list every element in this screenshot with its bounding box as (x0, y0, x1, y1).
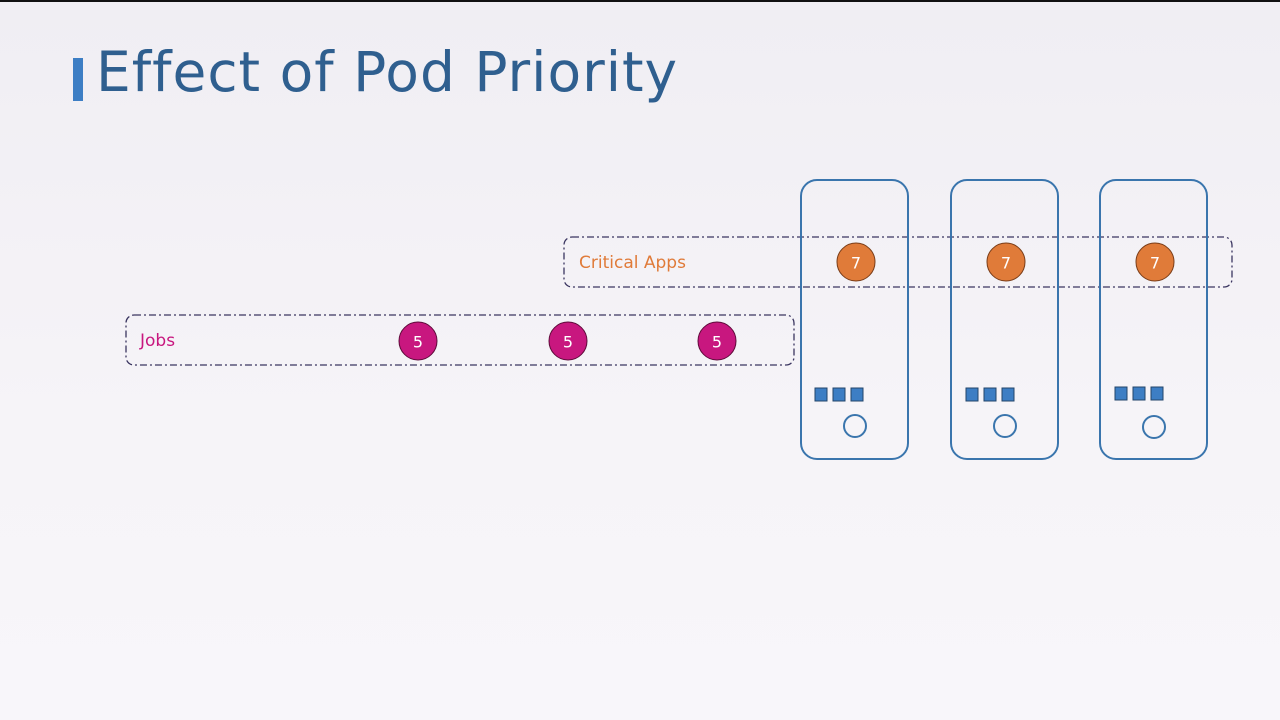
job-pod: 5 (697, 321, 737, 361)
node-circle (1142, 415, 1166, 439)
priority-value: 7 (1001, 254, 1011, 273)
priority-value: 5 (413, 333, 423, 352)
node-2 (950, 179, 1059, 460)
jobs-label: Jobs (139, 331, 175, 351)
resource-square (1001, 387, 1015, 402)
top-border (0, 0, 1280, 2)
resource-square (832, 387, 846, 402)
resource-square (1114, 386, 1128, 401)
critical-apps-label: Critical Apps (579, 253, 686, 273)
title-accent-bar (73, 58, 83, 101)
resource-square (1132, 386, 1146, 401)
resource-square (965, 387, 979, 402)
critical-pod: 7 (836, 242, 876, 282)
node-circle (993, 414, 1017, 438)
resource-square (814, 387, 828, 402)
node-circle (843, 414, 867, 438)
critical-pod: 7 (1135, 242, 1175, 282)
resource-square (1150, 386, 1164, 401)
priority-value: 7 (1150, 254, 1160, 273)
critical-apps-group (563, 236, 1233, 288)
job-pod: 5 (548, 321, 588, 361)
node-3 (1099, 179, 1208, 460)
slide-title: Effect of Pod Priority (96, 40, 679, 104)
priority-value: 7 (851, 254, 861, 273)
priority-value: 5 (712, 333, 722, 352)
node-1 (800, 179, 909, 460)
jobs-group (125, 314, 795, 366)
resource-square (983, 387, 997, 402)
priority-value: 5 (563, 333, 573, 352)
resource-square (850, 387, 864, 402)
critical-pod: 7 (986, 242, 1026, 282)
job-pod: 5 (398, 321, 438, 361)
